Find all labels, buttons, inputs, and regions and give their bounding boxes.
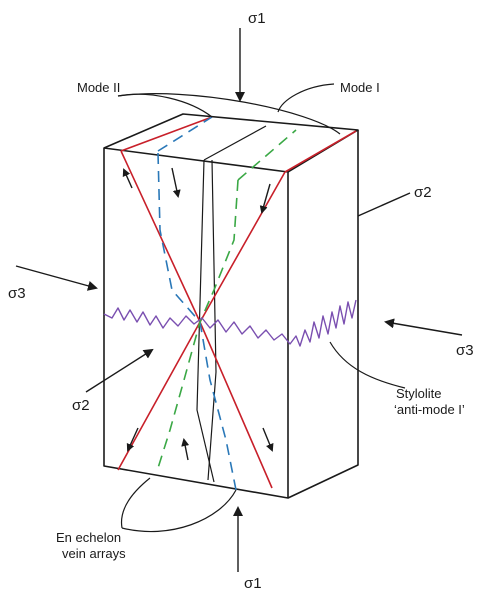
slip-arrow-upper-left [122,168,133,189]
shear-fracture-right-to-left [117,171,286,471]
shear-fracture-top-right [284,130,357,173]
sigma2-right-leader [357,192,411,217]
mode1-label: Mode I [340,80,380,95]
mode2-leader-2 [117,93,341,135]
vein-array-label: En echelon [56,530,121,545]
sigma2-left-arrow [85,348,154,393]
vein-array-sublabel: vein arrays [62,546,126,561]
stylolite-label: Stylolite [396,386,442,401]
vein-leader-right [121,489,237,533]
stylolite-line [103,299,357,347]
blue-vein-array [157,116,237,491]
slip-arrow-upper-mid [171,167,181,198]
leader-lines [117,83,406,533]
block-outline [103,113,359,499]
central-cut-plane [203,125,267,161]
central-cut-line-back [207,159,217,481]
shear-fracture-top-left [120,116,213,152]
block-right-face [287,130,359,499]
conjugate-shear-fractures [117,116,357,489]
stylolite-sublabel: ‘anti-mode I’ [394,402,465,417]
sigma2-left-label: σ2 [72,397,90,414]
sigma3-left-arrow [15,265,98,291]
sigma2-right-label: σ2 [414,184,432,201]
mode2-label: Mode II [77,80,120,95]
sigma1-top-label: σ1 [248,10,266,27]
shear-fracture-left-to-right [120,150,273,489]
green-vein-array [157,129,297,469]
vein-leader-left [120,477,151,529]
slip-arrow-upper-right [259,183,271,214]
green-vein-top [237,129,297,181]
slip-arrow-lower-right [262,427,274,452]
stress-arrows [15,28,463,572]
mode2-leader-1 [117,93,213,118]
slip-arrow-lower-left [126,427,139,452]
sigma3-left-label: σ3 [8,285,26,302]
sigma3-right-arrow [384,318,463,336]
stylolite-leader [329,341,406,389]
slip-arrow-lower-mid [181,438,190,461]
block-top-face [103,113,359,173]
slip-arrows [122,167,274,461]
blue-vein-top [157,116,213,152]
central-cut-line-front [196,159,215,483]
green-vein-front [157,179,239,469]
sigma1-bottom-label: σ1 [244,575,262,592]
mode1-leader [277,83,335,113]
sigma3-right-label: σ3 [456,342,474,359]
